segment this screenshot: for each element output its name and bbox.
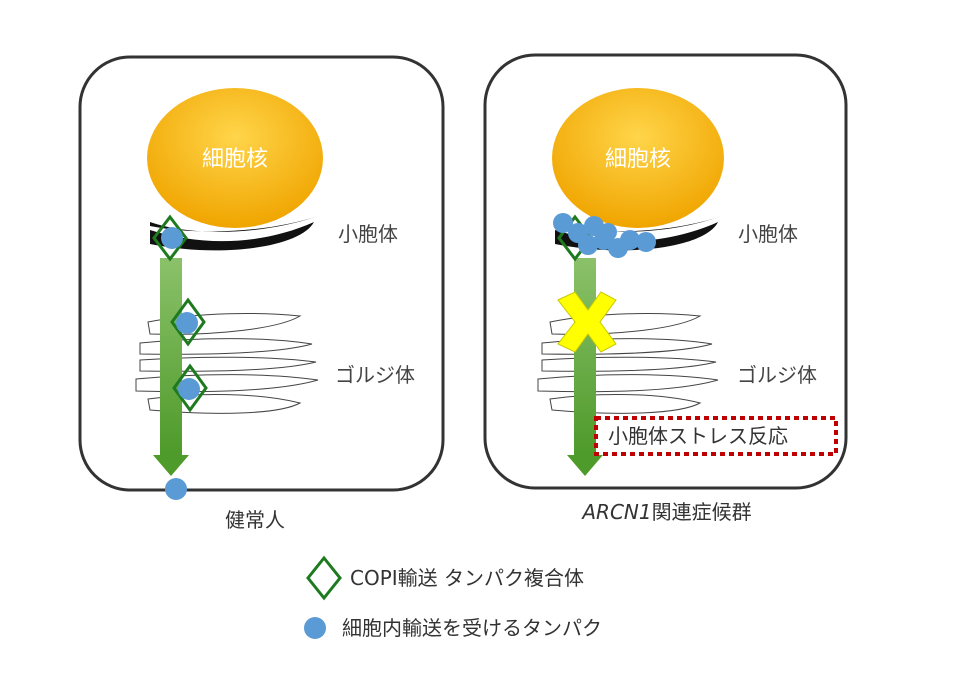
transport-block-icon xyxy=(557,291,617,353)
healthy-golgi-label: ゴルジ体 xyxy=(335,363,415,387)
syndrome-caption: ARCN1関連症候群 xyxy=(580,500,751,524)
syndrome-cell-panel: 細胞核 小胞体 ゴルジ体 xyxy=(483,53,848,524)
healthy-secreted-cargo xyxy=(165,478,187,500)
healthy-copi-complex xyxy=(170,297,206,347)
healthy-caption: 健常人 xyxy=(225,508,285,532)
healthy-cell-panel: 細胞核 小胞体 ゴルジ体 xyxy=(78,55,445,532)
healthy-transport-arrow xyxy=(153,258,189,476)
healthy-er xyxy=(150,216,318,251)
healthy-copi-complex xyxy=(172,363,208,413)
legend-cargo-label: 細胞内輸送を受けるタンパク xyxy=(342,616,602,640)
syndrome-caption-gene: ARCN1 xyxy=(580,500,651,524)
syndrome-accumulated-cargo xyxy=(553,213,656,258)
legend-cargo-icon xyxy=(304,617,326,639)
er-stress-label: 小胞体ストレス反応 xyxy=(608,424,788,448)
syndrome-golgi-label: ゴルジ体 xyxy=(737,363,817,387)
healthy-nucleus-label: 細胞核 xyxy=(202,147,268,172)
syndrome-er-label: 小胞体 xyxy=(738,222,798,246)
syndrome-nucleus xyxy=(552,88,724,228)
legend-copi-label: COPI輸送 タンパク複合体 xyxy=(350,566,584,590)
healthy-copi-complex xyxy=(152,214,188,262)
healthy-er-label: 小胞体 xyxy=(338,222,398,246)
healthy-nucleus xyxy=(147,88,323,228)
legend: COPI輸送 タンパク複合体 細胞内輸送を受けるタンパク xyxy=(304,555,602,640)
syndrome-nucleus-label: 細胞核 xyxy=(605,147,671,172)
er-stress-box xyxy=(594,416,838,456)
legend-copi-icon xyxy=(306,555,342,601)
syndrome-caption-rest: 関連症候群 xyxy=(652,500,752,524)
